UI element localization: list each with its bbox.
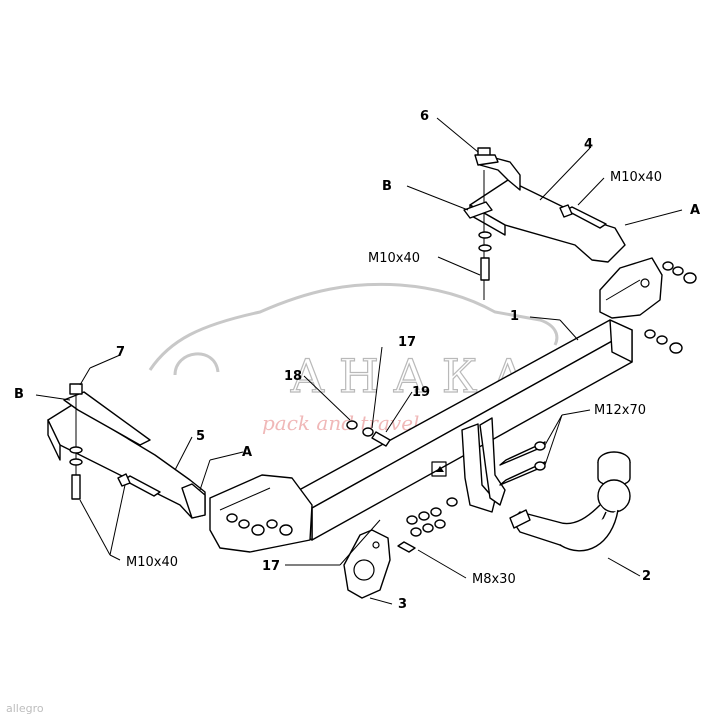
label-m10x40-top: M10x40: [610, 170, 662, 185]
watermark-tagline: pack and travel: [262, 411, 419, 435]
small-nut-18: [346, 420, 358, 430]
label-m12x70: M12x70: [594, 403, 646, 418]
bolt-m10x40-top: [559, 204, 607, 229]
bolts-m12x70: [499, 441, 546, 486]
label-part-18: 18: [284, 369, 302, 384]
label-part-17-top: 17: [398, 335, 416, 350]
right-end-bracket: [599, 257, 663, 319]
small-washer-17: [362, 427, 374, 437]
label-m8x30: M8x30: [472, 572, 516, 587]
nuts-right-upper: [662, 261, 697, 284]
left-end-bracket: [209, 474, 313, 553]
nuts-left: [226, 513, 293, 536]
center-nuts: [406, 497, 458, 537]
small-bolt-19: [371, 431, 391, 447]
nuts-right-lower: [644, 329, 683, 354]
label-part-5: 5: [196, 429, 205, 444]
side-arm-left: [47, 383, 206, 519]
callout-labels: 6 4 B M10x40 A M10x40 1 7 17 18 B 19 M12…: [14, 109, 700, 612]
center-mounting-plates: [431, 417, 506, 513]
leader-lines: [35, 117, 683, 605]
label-part-4: 4: [584, 137, 593, 152]
watermark: АНАКА pack and travel: [148, 282, 559, 435]
bolt-m10x40-left: [117, 473, 161, 497]
label-a-left: A: [242, 445, 252, 460]
watermark-car-outline: [148, 282, 559, 371]
side-arm-right: [463, 147, 626, 300]
source-watermark: allegro: [6, 702, 44, 715]
label-m10x40-left: M10x40: [126, 555, 178, 570]
socket-bracket: [343, 529, 416, 599]
label-b-left: B: [14, 387, 24, 402]
label-a-right: A: [690, 203, 700, 218]
label-part-1: 1: [510, 309, 519, 324]
tow-ball-assembly: [509, 451, 631, 552]
label-part-17-bottom: 17: [262, 559, 280, 574]
label-b-right: B: [382, 179, 392, 194]
label-part-2: 2: [642, 569, 651, 584]
label-part-7: 7: [116, 345, 125, 360]
label-part-3: 3: [398, 597, 407, 612]
watermark-car-wheel-front: [173, 352, 220, 376]
label-part-19: 19: [412, 385, 430, 400]
label-part-6: 6: [420, 109, 429, 124]
label-m10x40-mid: M10x40: [368, 251, 420, 266]
